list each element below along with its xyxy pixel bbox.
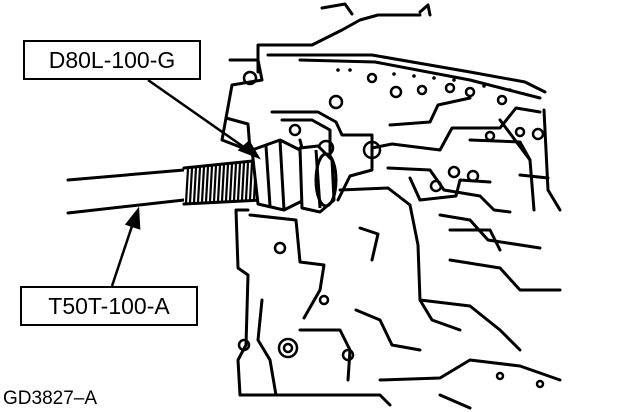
thread-ridge [216,165,222,202]
thread-ridge [228,164,234,201]
thread-ridge [192,167,198,203]
case-holes [237,70,545,389]
thread-ridge [212,165,218,202]
thread-ridge [188,168,194,203]
callout-tool-d80l-label: D80L-100-G [48,46,176,73]
tool-socket [250,138,338,214]
transmission-case [220,2,562,410]
thread-ridge [208,166,214,202]
tool-rod [66,158,264,215]
thread-ridge [200,166,206,203]
thread-ridge [220,164,226,202]
thread-ridge [236,163,242,201]
callout-tool-d80l: D80L-100-G [23,40,201,80]
top-rail-dots [336,68,512,92]
thread-ridge [204,166,210,202]
thread-ridge [196,167,202,203]
thread-ridge [240,162,246,200]
leader-top [147,78,261,160]
thread-ridge [224,164,230,201]
thread-ridge [244,162,250,200]
callout-tool-t50t: T50T-100-A [20,286,198,326]
leader-bottom [110,206,141,287]
figure-id: GD3827–A [3,388,98,409]
tool-rod-threads [184,161,258,203]
thread-ridge [184,168,190,203]
thread-ridge [248,161,254,200]
callout-tool-t50t-label: T50T-100-A [48,292,170,319]
thread-ridge [232,163,238,201]
